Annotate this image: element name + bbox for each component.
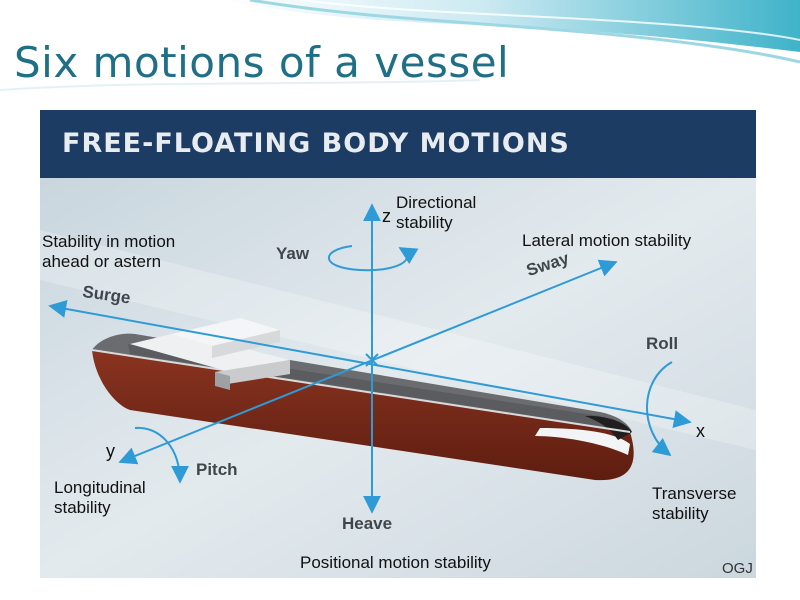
figure-credit: OGJ [722,560,753,577]
positional-stability-label: Positional motion stability [300,553,491,572]
figure-heading: FREE-FLOATING BODY MOTIONS [62,128,570,159]
sway-axis-arrow [118,259,618,465]
surge-stability-label: Stability in motion ahead or astern [42,232,176,272]
pitch-rotation-arrow [134,426,189,484]
longitudinal-stability-label: Longitudinal stability [54,478,146,518]
heave-label: Heave [342,514,393,533]
axis-origin-mark [365,353,379,367]
yaw-rotation-arrow [328,245,419,272]
pitch-label: Pitch [196,460,238,479]
x-axis-label: x [696,421,705,441]
lateral-stability-label: Lateral motion stability [522,231,692,250]
figure-header: FREE-FLOATING BODY MOTIONS [40,110,756,178]
wave-banner [0,0,800,91]
slide-title: Six motions of a vessel [14,38,510,87]
directional-stability-label: Directional stability [396,193,477,233]
z-axis-label: z [382,206,391,226]
motions-figure: FREE-FLOATING BODY MOTIONS Yaw Sway Surg… [40,110,756,578]
transverse-stability-label: Transverse stability [652,484,737,524]
roll-label: Roll [646,334,679,353]
roll-rotation-arrow [646,361,673,457]
ship-motion-diagram [40,178,756,578]
y-axis-label: y [106,441,115,461]
yaw-label: Yaw [276,244,310,263]
